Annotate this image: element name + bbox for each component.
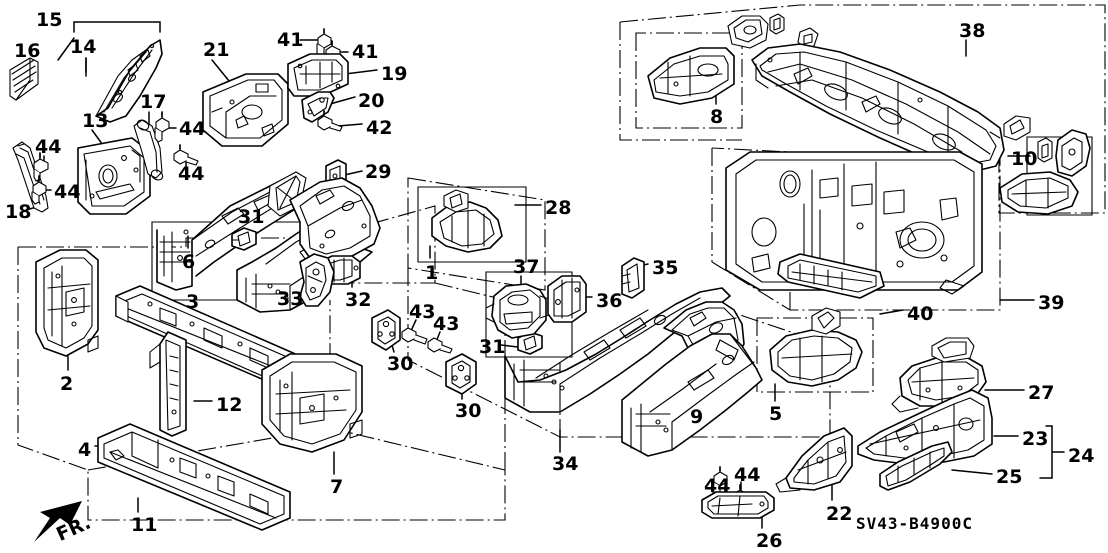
callout-number-5: 5 [769,403,783,425]
callout-number-34: 34 [552,453,579,475]
part-26-illustration [701,491,775,519]
part-16-illustration [9,57,39,101]
callout-number-15: 15 [36,9,63,31]
callout-number-3: 3 [186,291,200,313]
callout-number-21: 21 [203,39,230,61]
callout-number-44: 44 [704,475,731,497]
callout-number-38: 38 [959,20,986,42]
callout-number-39: 39 [1038,292,1065,314]
callout-number-12: 12 [216,394,243,416]
callout-number-16: 16 [14,40,41,62]
part-12-illustration [149,331,187,437]
part-1-illustration [431,189,503,253]
callout-number-26: 26 [756,530,783,552]
part-22-illustration [775,427,853,493]
callout-number-2: 2 [60,373,74,395]
callout-number-32: 32 [345,289,372,311]
callout-number-35: 35 [652,257,679,279]
callout-number-1: 1 [425,262,439,284]
part-10-illustration [999,115,1091,215]
callout-number-44: 44 [178,163,205,185]
callout-number-41: 41 [352,41,379,63]
part-7-illustration [261,353,363,453]
callout-number-18: 18 [5,201,32,223]
callout-number-10: 10 [1011,148,1038,170]
part-36-illustration [547,275,587,323]
callout-number-24: 24 [1068,445,1095,467]
callout-number-27: 27 [1028,382,1055,404]
callout-number-4: 4 [78,439,92,461]
callout-number-7: 7 [330,476,344,498]
callout-number-22: 22 [826,503,853,525]
callout-number-42: 42 [366,117,393,139]
part-14-illustration [95,39,163,123]
callout-number-44: 44 [179,118,206,140]
callout-number-37: 37 [513,256,540,278]
part-11-illustration [97,423,291,531]
callout-number-43: 43 [409,301,436,323]
callout-number-44: 44 [35,136,62,158]
part-33-illustration [299,253,335,307]
part-38-illustration [751,43,1005,173]
callout-number-31: 31 [238,206,265,228]
part-2-illustration [35,249,99,357]
callout-number-11: 11 [131,514,158,536]
callout-number-29: 29 [365,161,392,183]
callout-number-44: 44 [734,464,761,486]
callout-number-28: 28 [545,197,572,219]
part-21-illustration [202,73,289,147]
part-23-illustration [857,389,993,465]
callout-number-44: 44 [54,181,81,203]
callout-number-20: 20 [358,90,385,112]
part-13-illustration [77,137,151,215]
part-30b-illustration [445,353,477,395]
callout-number-14: 14 [70,36,97,58]
callout-number-30: 30 [455,400,482,422]
part-37-illustration [485,283,553,339]
part-5-illustration [769,307,863,387]
part-20-illustration [301,91,335,123]
callout-number-36: 36 [596,290,623,312]
callout-number-13: 13 [82,110,109,132]
part-3-illustration [115,285,301,387]
callout-number-8: 8 [710,106,724,128]
callout-number-9: 9 [690,406,704,428]
callout-number-31: 31 [479,336,506,358]
callout-number-30: 30 [387,353,414,375]
part-9-illustration [621,333,763,457]
part-42-bolt-illustration [317,110,343,132]
part-34-illustration [504,287,745,413]
part-25-illustration [879,441,953,491]
part-19-illustration [287,53,349,97]
part-30a-illustration [371,309,401,351]
part-8-illustration [647,13,819,105]
callout-number-25: 25 [996,466,1023,488]
callout-number-6: 6 [182,251,196,273]
callout-number-17: 17 [140,91,167,113]
callout-number-41: 41 [277,29,304,51]
part-31a-illustration [231,227,257,251]
callout-number-40: 40 [907,303,934,325]
callout-number-19: 19 [381,63,408,85]
part-35-illustration [621,257,645,299]
callout-number-33: 33 [277,288,304,310]
callout-number-23: 23 [1022,428,1049,450]
diagram-code-label: SV43-B4900C [856,514,973,533]
fr-direction-arrow [34,501,82,542]
callout-number-43: 43 [433,313,460,335]
part-39-illustration [725,151,983,299]
part-43-bolt-illustrations [401,327,453,354]
